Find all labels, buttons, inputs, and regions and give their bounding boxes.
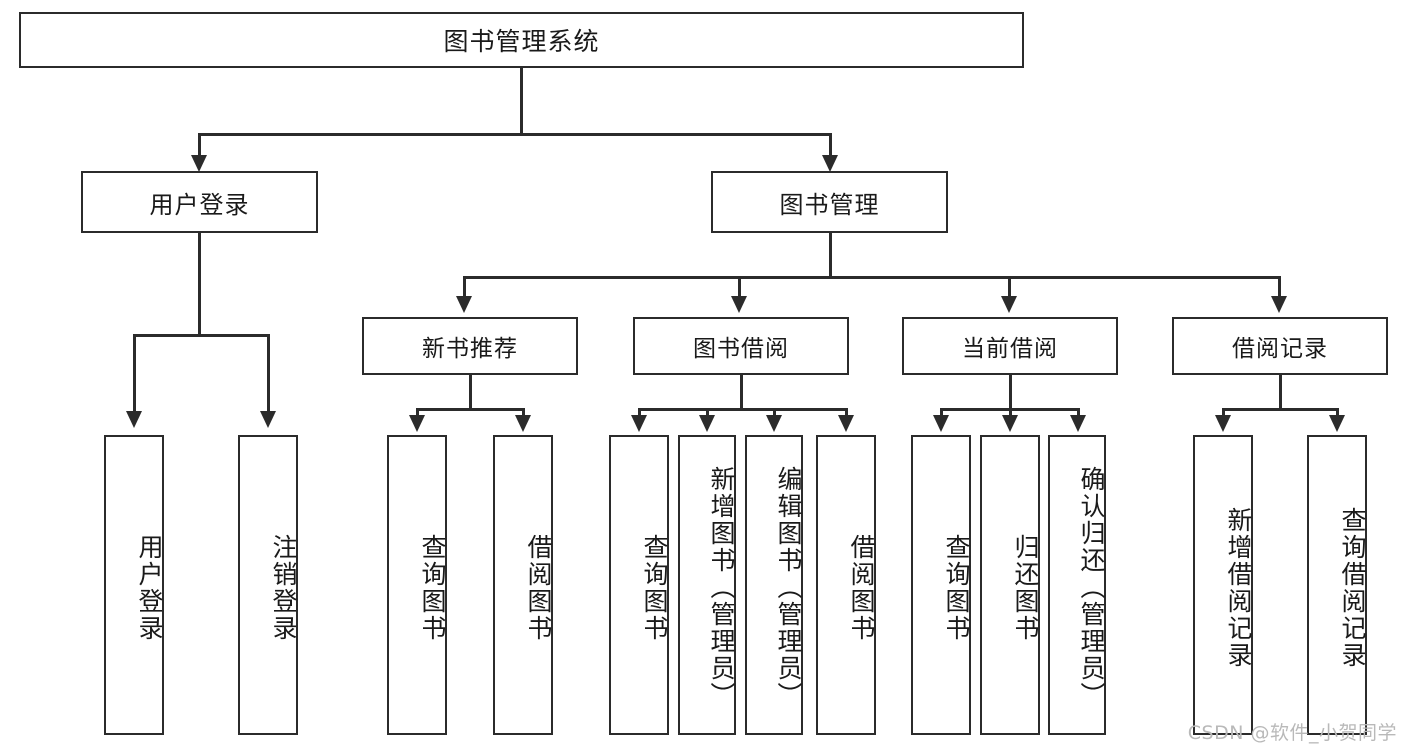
arrow-root-to-user-login	[191, 155, 207, 172]
leaf-current-borrow-return[interactable]: 归还图书	[980, 435, 1040, 735]
edge-book-mgmt-bus	[463, 276, 1281, 279]
arrow-new-book-to-leaf-1	[409, 415, 425, 432]
edge-current-borrow-trunk	[1009, 375, 1012, 410]
edge-new-book-bus	[416, 408, 525, 411]
arrow-root-to-book-mgmt	[822, 155, 838, 172]
arrow-book-mgmt-to-borrow-record	[1271, 296, 1287, 313]
edge-book-mgmt-to-new-book	[463, 276, 466, 299]
arrow-book-borrow-to-leaf-2	[699, 415, 715, 432]
arrow-book-borrow-to-leaf-1	[631, 415, 647, 432]
edge-book-mgmt-to-book-borrow	[738, 276, 741, 299]
node-new-book-recommend[interactable]: 新书推荐	[362, 317, 578, 375]
arrow-user-login-to-leaf-2	[260, 411, 276, 428]
edge-root-to-user-login	[198, 133, 201, 158]
arrow-book-mgmt-to-current-borrow	[1001, 296, 1017, 313]
edge-book-mgmt-trunk	[829, 233, 832, 278]
node-book-borrow[interactable]: 图书借阅	[633, 317, 849, 375]
edge-root-trunk	[520, 68, 523, 134]
leaf-current-borrow-query[interactable]: 查询图书	[911, 435, 971, 735]
leaf-new-book-borrow[interactable]: 借阅图书	[493, 435, 553, 735]
edge-root-to-book-mgmt	[829, 133, 832, 158]
edge-new-book-to-leaf-1	[416, 408, 419, 418]
edge-new-book-trunk	[469, 375, 472, 410]
edge-borrow-record-to-leaf-1	[1222, 408, 1225, 418]
leaf-book-borrow-edit[interactable]: 编辑图书（管理员）	[745, 435, 803, 735]
edge-user-login-to-leaf-1	[133, 334, 136, 414]
node-current-borrow[interactable]: 当前借阅	[902, 317, 1118, 375]
edge-new-book-to-leaf-2	[522, 408, 525, 418]
edge-user-login-to-leaf-2	[267, 334, 270, 414]
edge-borrow-record-to-leaf-2	[1336, 408, 1339, 418]
edge-book-borrow-to-leaf-3	[773, 408, 776, 418]
edge-user-login-bus	[133, 334, 269, 337]
node-book-management[interactable]: 图书管理	[711, 171, 948, 233]
arrow-borrow-record-to-leaf-2	[1329, 415, 1345, 432]
leaf-book-borrow-add[interactable]: 新增图书（管理员）	[678, 435, 736, 735]
leaf-current-borrow-confirm-return[interactable]: 确认归还（管理员）	[1048, 435, 1106, 735]
leaf-borrow-record-add[interactable]: 新增借阅记录	[1193, 435, 1253, 735]
arrow-new-book-to-leaf-2	[515, 415, 531, 432]
edge-book-borrow-to-leaf-1	[638, 408, 641, 418]
edge-root-bus	[198, 133, 831, 136]
leaf-book-borrow-borrow[interactable]: 借阅图书	[816, 435, 876, 735]
leaf-user-login-logout[interactable]: 注销登录	[238, 435, 298, 735]
edge-current-borrow-to-leaf-1	[940, 408, 943, 418]
leaf-user-login-login[interactable]: 用户登录	[104, 435, 164, 735]
edge-book-mgmt-to-borrow-record	[1278, 276, 1281, 299]
edge-borrow-record-trunk	[1279, 375, 1282, 410]
arrow-current-borrow-to-leaf-2	[1002, 415, 1018, 432]
arrow-book-mgmt-to-new-book	[456, 296, 472, 313]
leaf-borrow-record-query[interactable]: 查询借阅记录	[1307, 435, 1367, 735]
arrow-book-borrow-to-leaf-3	[766, 415, 782, 432]
node-user-login[interactable]: 用户登录	[81, 171, 318, 233]
arrow-current-borrow-to-leaf-3	[1070, 415, 1086, 432]
arrow-current-borrow-to-leaf-1	[933, 415, 949, 432]
arrow-book-borrow-to-leaf-4	[838, 415, 854, 432]
leaf-book-borrow-query[interactable]: 查询图书	[609, 435, 669, 735]
edge-book-borrow-bus	[638, 408, 848, 411]
edge-book-borrow-to-leaf-4	[845, 408, 848, 418]
edge-borrow-record-bus	[1222, 408, 1339, 411]
edge-current-borrow-to-leaf-2	[1009, 408, 1012, 418]
edge-book-borrow-to-leaf-2	[706, 408, 709, 418]
node-root-system[interactable]: 图书管理系统	[19, 12, 1024, 68]
arrow-book-mgmt-to-book-borrow	[731, 296, 747, 313]
edge-user-login-trunk	[198, 233, 201, 336]
node-borrow-record[interactable]: 借阅记录	[1172, 317, 1388, 375]
arrow-user-login-to-leaf-1	[126, 411, 142, 428]
edge-book-borrow-trunk	[740, 375, 743, 410]
arrow-borrow-record-to-leaf-1	[1215, 415, 1231, 432]
edge-current-borrow-to-leaf-3	[1077, 408, 1080, 418]
edge-book-mgmt-to-current-borrow	[1008, 276, 1011, 299]
leaf-new-book-query[interactable]: 查询图书	[387, 435, 447, 735]
